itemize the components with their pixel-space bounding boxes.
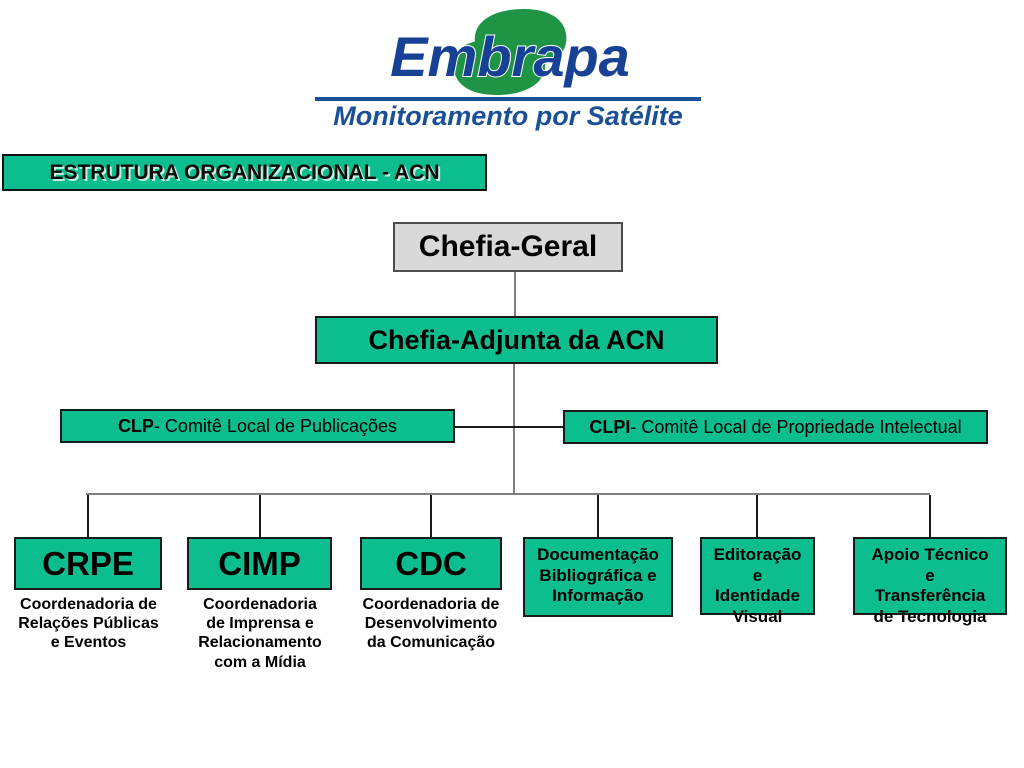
caption-cimp: Coordenadoria de Imprensa e Relacionamen… [198, 596, 322, 671]
node-editoracao: Editoração e Identidade Visual [700, 537, 815, 626]
connector-deputy-trunk [513, 364, 515, 494]
node-cimp: CIMP [187, 537, 332, 590]
connector-main-horizontal [86, 493, 930, 495]
node-documentacao: Documentação Bibliográfica e Informação [523, 537, 673, 617]
connector-drop-editoracao [756, 495, 758, 537]
node-chefia-adjunta: Chefia-Adjunta da ACN [315, 316, 718, 364]
connector-drop-cimp [259, 495, 261, 537]
caption-cdc: Coordenadoria de Desenvolvimento da Comu… [362, 596, 500, 652]
node-apoio-tecnico: Apoio Técnico e Transferência de Tecnolo… [853, 537, 1007, 626]
node-clpi: CLPI - Comitê Local de Propriedade Intel… [563, 410, 988, 444]
connector-drop-documentacao [597, 495, 599, 537]
node-crpe: CRPE [14, 537, 162, 590]
logo-brand-text: Embrapa [390, 25, 630, 88]
clp-abbr: CLP [117, 415, 154, 436]
title-banner: ESTRUTURA ORGANIZACIONAL - ACN [2, 154, 487, 191]
connector-drop-cdc [430, 495, 432, 537]
connector-drop-apoio [929, 495, 931, 537]
embrapa-logo: Embrapa [389, 9, 631, 95]
connector-root-deputy [514, 272, 516, 316]
clpi-rest: - Comitê Local de Propriedade Intelectua… [630, 416, 962, 437]
logo-divider [315, 97, 701, 101]
connector-committees [455, 426, 563, 428]
node-clp: CLP - Comitê Local de Publicações [60, 409, 455, 443]
clpi-abbr: CLPI [589, 416, 631, 437]
caption-crpe: Coordenadoria de Relações Públicas e Eve… [18, 596, 159, 652]
node-cdc: CDC [360, 537, 502, 590]
node-chefia-geral: Chefia-Geral [393, 222, 623, 272]
embrapa-leaf-icon [453, 9, 567, 95]
clp-rest: - Comitê Local de Publicações [153, 415, 398, 436]
logo-subtitle: Monitoramento por Satélite [333, 101, 683, 131]
connector-drop-crpe [87, 495, 89, 537]
